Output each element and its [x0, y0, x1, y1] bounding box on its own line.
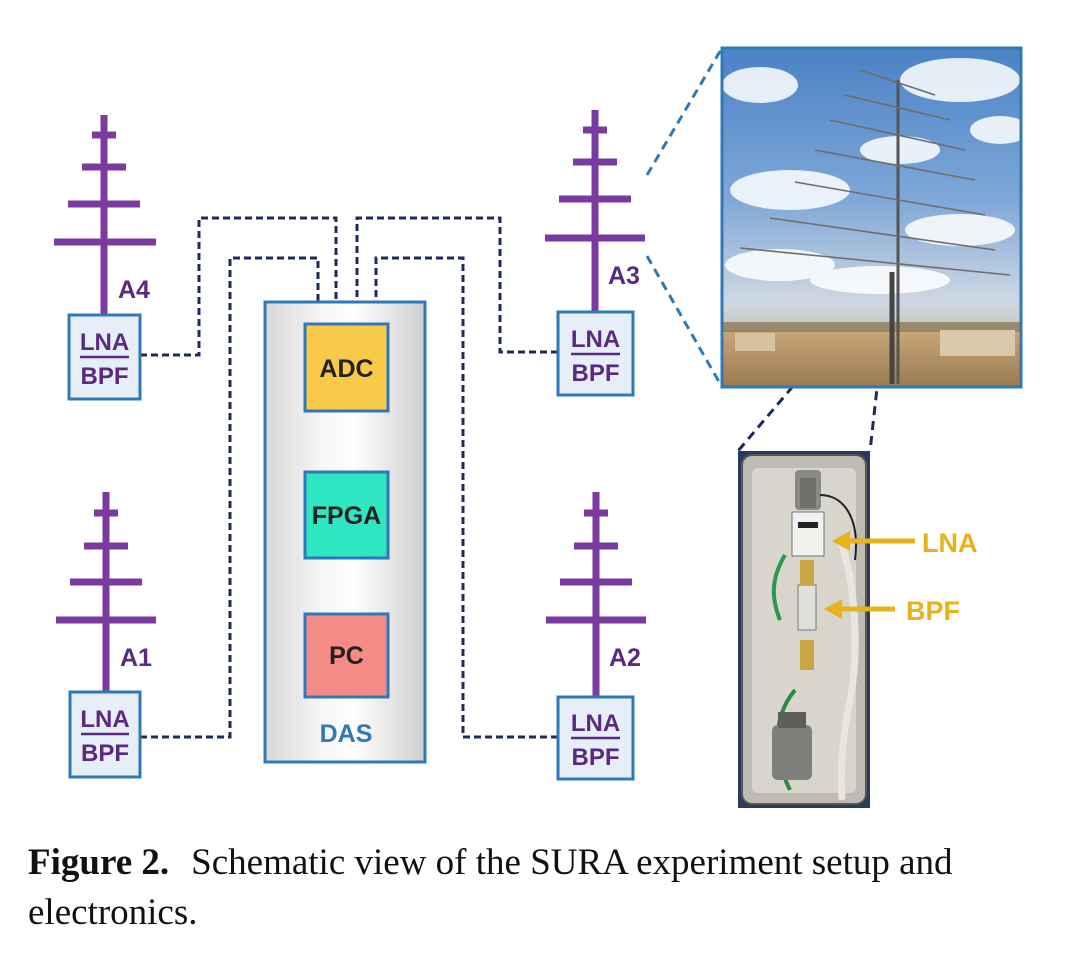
bpf-text-a4: BPF: [81, 363, 129, 390]
fpga-label: FPGA: [312, 502, 381, 530]
bpf-text-a3: BPF: [572, 360, 620, 387]
lna-text-a2: LNA: [571, 710, 620, 737]
pc-label: PC: [329, 642, 364, 670]
bpf-callout-label: BPF: [906, 596, 960, 626]
caption-text: Schematic view of the SURA experiment se…: [28, 842, 953, 933]
antenna-a2-label: A2: [609, 644, 641, 672]
das-label: DAS: [320, 720, 373, 748]
electronics-photo: [738, 451, 870, 808]
figure-number: Figure 2.: [28, 842, 170, 883]
antenna-a1-label: A1: [120, 644, 152, 672]
adc-label: ADC: [319, 355, 373, 383]
figure-caption: Figure 2.Schematic view of the SURA expe…: [28, 838, 1058, 938]
antenna-photo: [720, 46, 1030, 389]
lna-text-a3: LNA: [571, 326, 620, 353]
antenna-a1: [56, 492, 156, 692]
callout-arrows: [824, 531, 915, 619]
wire-a4-outer: [140, 216, 338, 357]
antenna-a4-label: A4: [118, 276, 150, 304]
bpf-text-a2: BPF: [572, 744, 620, 771]
bpf-text-a1: BPF: [81, 740, 129, 767]
wire-a3: [355, 216, 558, 354]
adc-module: [303, 322, 390, 413]
antenna-a4: [54, 115, 156, 315]
wire-a1: [140, 256, 320, 739]
antenna-a2: [546, 492, 646, 697]
antenna-a3-label: A3: [608, 262, 640, 290]
sura-setup-diagram: ADC FPGA PC DAS A4 LNA BPF A3 LNA BPF A1…: [54, 46, 1030, 808]
lna-text-a1: LNA: [80, 706, 129, 733]
lna-bpf-box-a2: [556, 695, 635, 781]
antenna-a3: [545, 110, 645, 312]
wire-a2: [374, 256, 558, 739]
zoom-lines: [645, 47, 724, 388]
lna-callout-label: LNA: [922, 528, 978, 558]
fpga-module: [303, 470, 390, 560]
lna-text-a4: LNA: [80, 329, 129, 356]
pc-module: [303, 612, 390, 699]
